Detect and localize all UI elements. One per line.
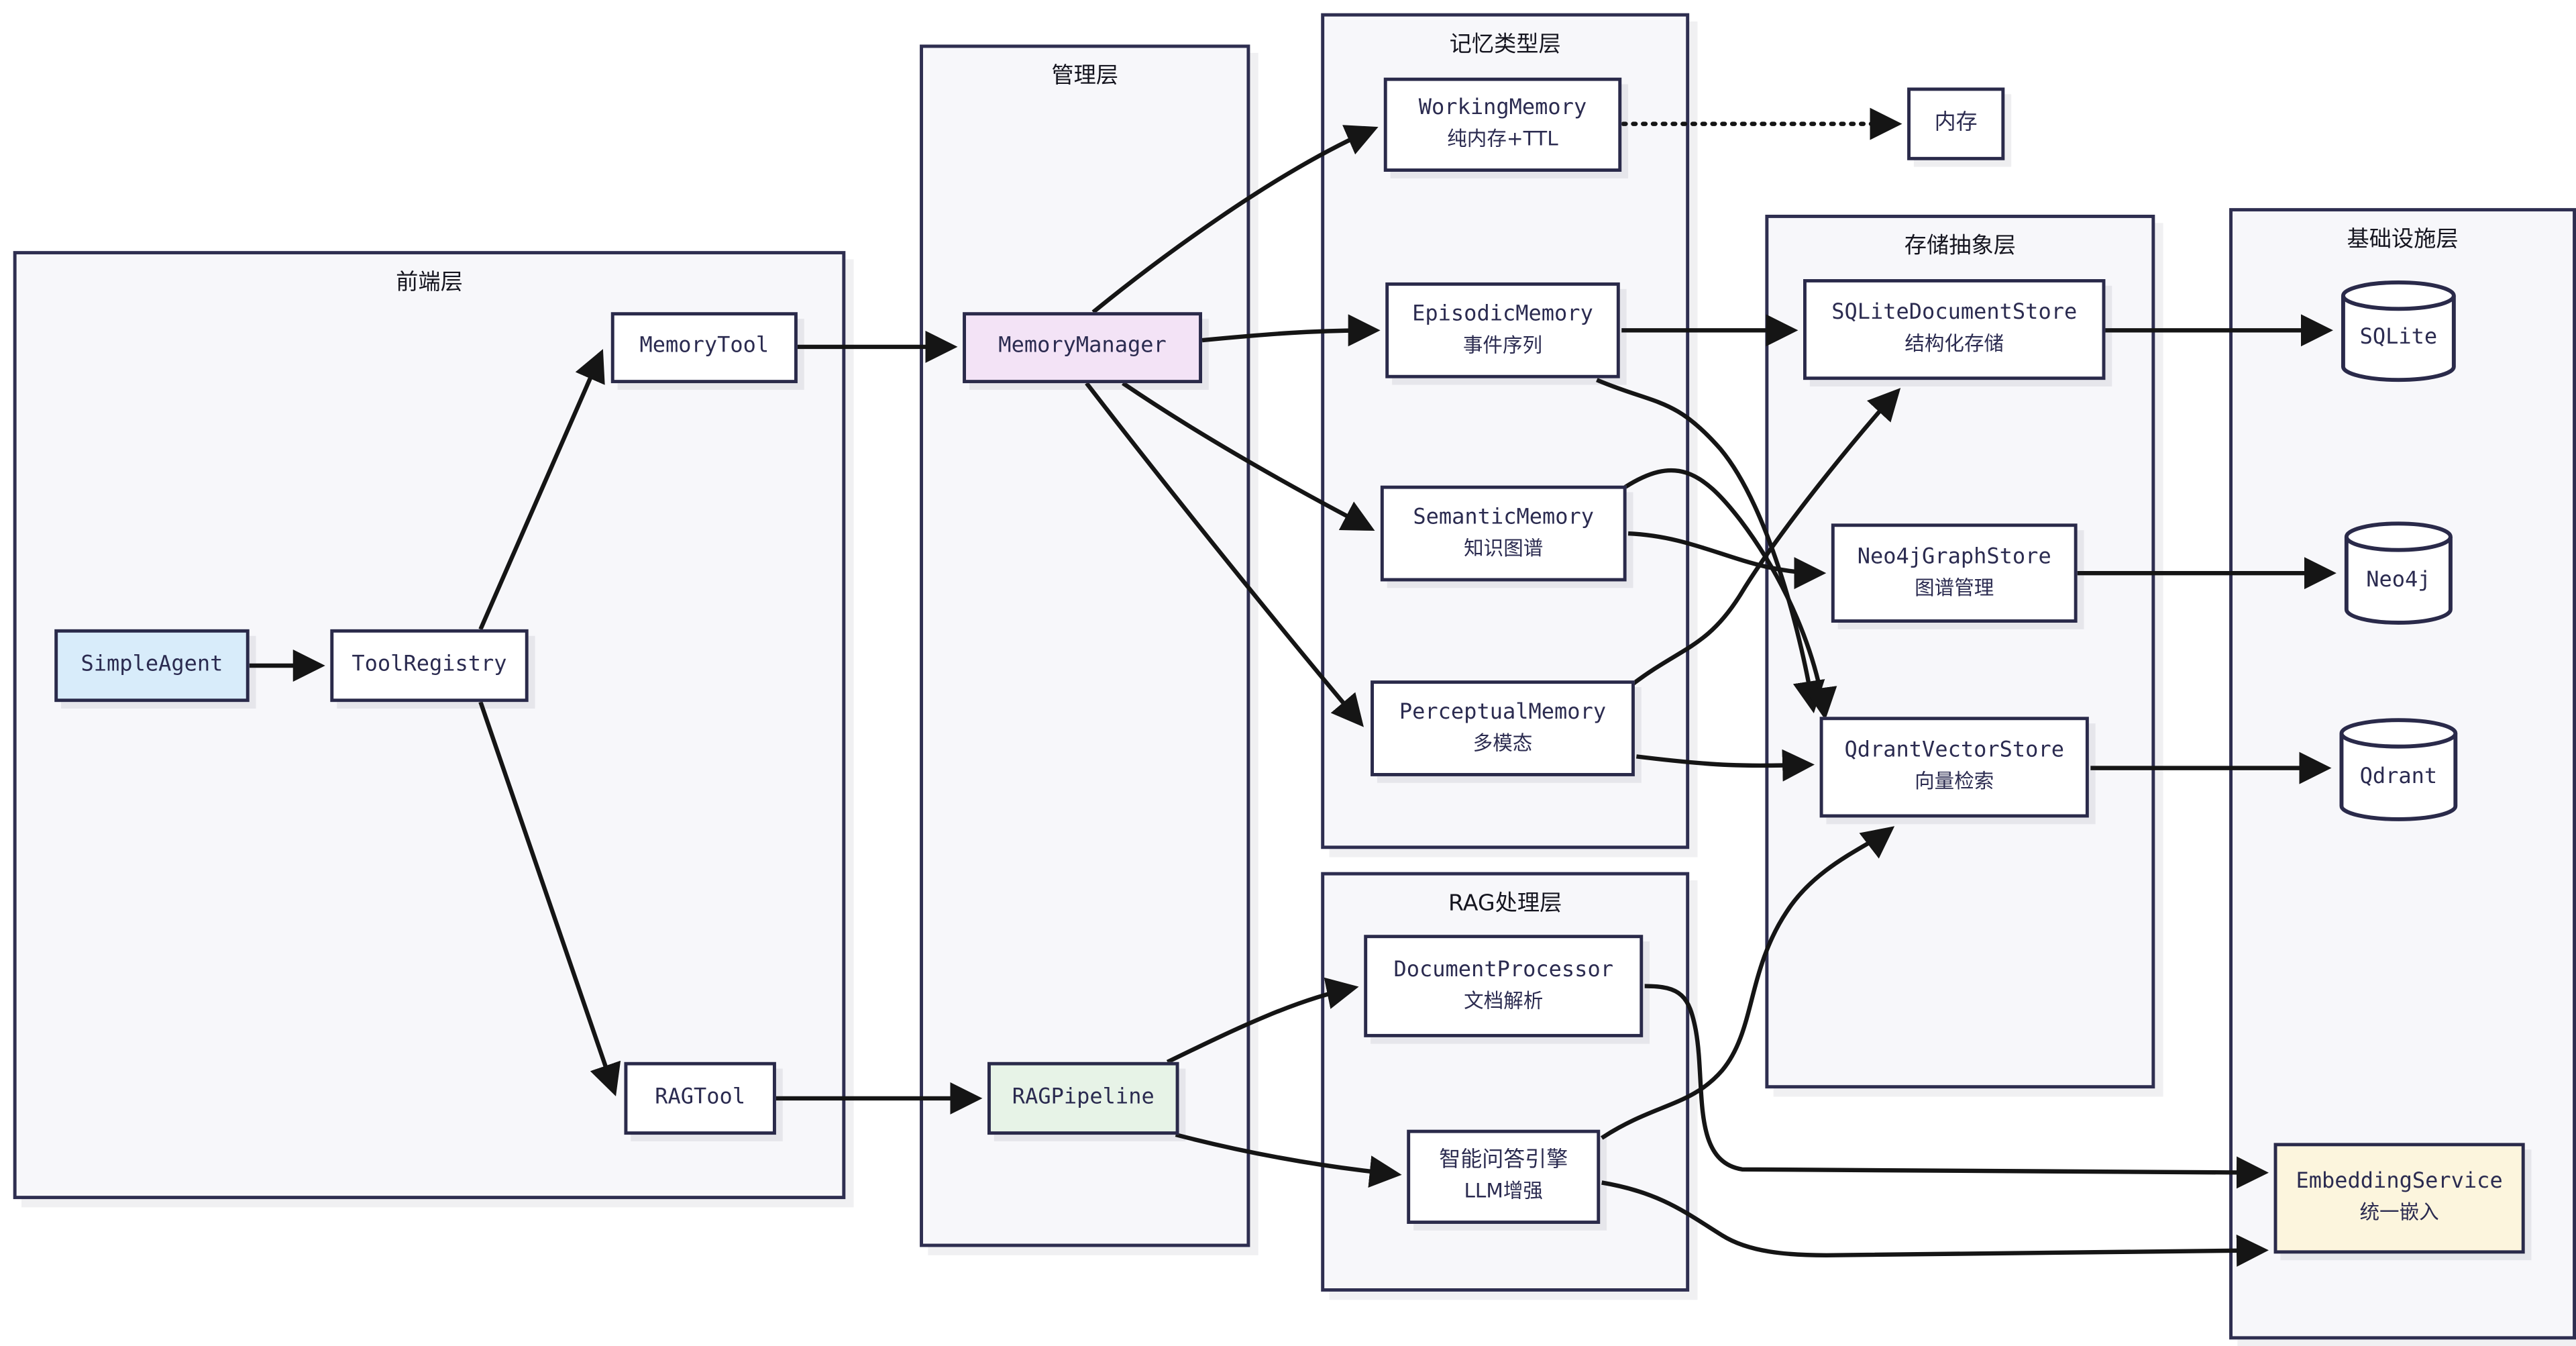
node-label: RAGPipeline [1012, 1084, 1155, 1110]
node-sublabel: 文档解析 [1464, 988, 1544, 1013]
node-sublabel: 知识图谱 [1464, 536, 1544, 560]
node-sublabel: LLM增强 [1464, 1180, 1543, 1203]
edge-memory-manager-to-semantic-memory [1122, 381, 1375, 531]
node-label: MemoryManager [998, 333, 1167, 359]
node-sublabel: 事件序列 [1462, 333, 1543, 357]
node-perceptual-memory: PerceptualMemory 多模态 [1371, 680, 1635, 776]
node-sublabel: 向量检索 [1915, 770, 1994, 794]
node-semantic-memory: SemanticMemory 知识图谱 [1380, 485, 1627, 582]
node-label: SQLiteDocumentStore [1831, 301, 2078, 326]
node-label: 智能问答引擎 [1439, 1148, 1568, 1174]
edge-qa-engine-to-embedding-service [1601, 1180, 2269, 1267]
edge-episodic-memory-to-qdrant-store [1596, 378, 1825, 714]
node-embedding-service: EmbeddingService 统一嵌入 [2273, 1143, 2525, 1254]
node-label: Qdrant [2359, 764, 2438, 789]
node-memory-box: 内存 [1907, 87, 2005, 160]
node-label: SimpleAgent [80, 652, 223, 677]
node-qa-engine: 智能问答引擎 LLM增强 [1407, 1129, 1601, 1225]
edge-doc-processor-to-embedding-service [1644, 984, 2269, 1189]
layer-container-frontend: 前端层 [13, 251, 846, 1200]
node-doc-processor: DocumentProcessor 文档解析 [1364, 935, 1644, 1037]
edge-qa-engine-to-qdrant-store [1600, 826, 1895, 1140]
edge-memory-manager-to-working-memory [1091, 125, 1379, 314]
node-sublabel: 统一嵌入 [2359, 1201, 2439, 1225]
cylinder-shape [2339, 718, 2458, 821]
node-sublabel: 多模态 [1472, 731, 1533, 755]
node-neo4j-store: Neo4jGraphStore 图谱管理 [1831, 523, 2078, 623]
layer-title-memory-types: 记忆类型层 [1449, 31, 1561, 58]
edge-tool-registry-to-memory-tool [478, 349, 605, 631]
node-label: 内存 [1934, 109, 1978, 135]
edge-perceptual-memory-to-sqlite-store [1631, 388, 1901, 686]
node-sublabel: 结构化存储 [1904, 332, 2004, 356]
edge-rag-pipeline-to-qa-engine [1175, 1132, 1402, 1188]
node-label: SQLite [2359, 325, 2438, 350]
node-label: ToolRegistry [352, 652, 507, 677]
database-node-sqlite-db: SQLite [2340, 279, 2457, 382]
edge-perceptual-memory-to-qdrant-store [1635, 749, 1815, 782]
node-tool-registry: ToolRegistry [330, 629, 529, 703]
node-qdrant-store: QdrantVectorStore 向量检索 [1819, 717, 2089, 818]
node-label: PerceptualMemory [1399, 700, 1607, 725]
layer-title-frontend: 前端层 [396, 269, 463, 296]
node-label: Neo4j [2366, 567, 2431, 592]
node-label: SemanticMemory [1413, 505, 1595, 530]
layer-title-storage: 存储抽象层 [1904, 233, 2016, 260]
layer-title-management: 管理层 [1051, 62, 1119, 89]
node-label: WorkingMemory [1418, 96, 1587, 121]
edge-semantic-memory-to-neo4j-store [1627, 531, 1827, 590]
node-label: Neo4jGraphStore [1857, 545, 2051, 570]
database-node-qdrant-db: Qdrant [2339, 717, 2459, 821]
node-label: MemoryTool [639, 333, 769, 359]
node-episodic-memory: EpisodicMemory 事件序列 [1385, 282, 1620, 378]
node-label: EmbeddingService [2296, 1170, 2503, 1195]
node-label: EpisodicMemory [1412, 302, 1593, 327]
node-memory-tool: MemoryTool [610, 312, 798, 384]
node-simple-agent: SimpleAgent [54, 629, 250, 703]
edge-semantic-memory-to-qdrant-store [1623, 468, 1837, 720]
cylinder-shape [2341, 280, 2456, 382]
database-node-neo4j-db: Neo4j [2343, 520, 2454, 625]
node-sublabel: 图谱管理 [1915, 576, 1994, 599]
edge-memory-manager-to-episodic-memory [1201, 314, 1381, 347]
edge-memory-manager-to-perceptual-memory [1085, 382, 1364, 727]
node-label: QdrantVectorStore [1844, 739, 2065, 764]
edge-tool-registry-to-rag-tool [478, 701, 621, 1096]
node-label: DocumentProcessor [1393, 957, 1614, 983]
layer-title-infra: 基础设施层 [2347, 226, 2459, 253]
node-rag-pipeline: RAGPipeline [987, 1062, 1179, 1135]
node-label: RAGTool [655, 1084, 746, 1110]
layer-title-rag-layer: RAG处理层 [1448, 890, 1562, 917]
node-working-memory: WorkingMemory 纯内存+TTL [1383, 77, 1622, 172]
edge-rag-pipeline-to-doc-processor [1166, 977, 1359, 1064]
node-sqlite-store: SQLiteDocumentStore 结构化存储 [1803, 279, 2106, 380]
node-rag-tool: RAGTool [624, 1062, 776, 1135]
cylinder-shape [2344, 521, 2453, 625]
node-sublabel: 纯内存+TTL [1447, 127, 1558, 151]
node-memory-manager: MemoryManager [963, 312, 1203, 384]
